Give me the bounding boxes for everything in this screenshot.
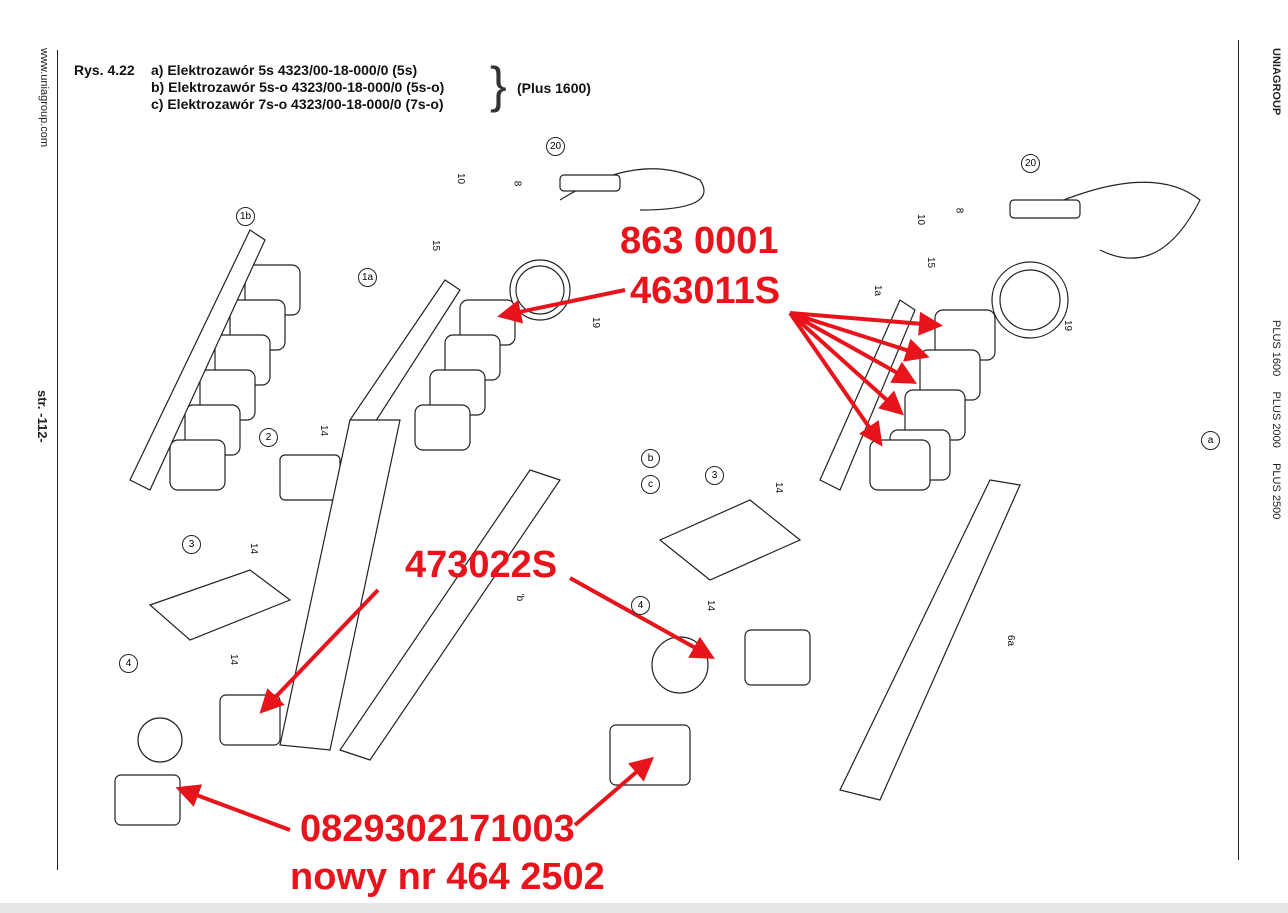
valve-block-a bbox=[819, 299, 996, 491]
callout-14-b: 14 bbox=[705, 599, 717, 612]
callout-c: c bbox=[641, 475, 660, 494]
brace-icon: } bbox=[490, 57, 507, 113]
callout-8: 8 bbox=[511, 180, 523, 187]
callout-20-a: 20 bbox=[1021, 154, 1040, 173]
callout-1a: 1a bbox=[358, 268, 377, 287]
callout-10: 10 bbox=[455, 172, 467, 185]
callout-3-a: 3 bbox=[705, 466, 724, 485]
caption-line-b: b) Elektrozawór 5s-o 4323/00-18-000/0 (5… bbox=[151, 79, 445, 95]
bottom-bar bbox=[0, 903, 1288, 913]
annotation-arrows bbox=[175, 288, 943, 832]
label-863-0001: 863 0001 bbox=[620, 220, 779, 262]
callout-2: 2 bbox=[259, 428, 278, 447]
valve-3 bbox=[148, 569, 292, 641]
bracket-b bbox=[279, 419, 401, 751]
valve-2 bbox=[279, 454, 341, 501]
callout-14: 14 bbox=[228, 653, 240, 666]
callout-b-prime: 'b bbox=[514, 593, 526, 602]
callout-4-a: 4 bbox=[631, 596, 650, 615]
callout-1b: 1b bbox=[236, 207, 255, 226]
label-473022S: 473022S bbox=[405, 544, 558, 586]
label-new-number: nowy nr 464 2502 bbox=[290, 856, 605, 898]
callout-8-a: 8 bbox=[953, 207, 965, 214]
callout-14: 14 bbox=[318, 424, 330, 437]
valve-block-1a bbox=[349, 279, 516, 451]
callout-4: 4 bbox=[119, 654, 138, 673]
valve-block-1b bbox=[129, 229, 301, 491]
right-margin-rule bbox=[1238, 40, 1239, 860]
bracket-6a bbox=[839, 479, 1021, 801]
valve-4-solenoid-a bbox=[744, 629, 811, 686]
callout-15-a: 15 bbox=[925, 256, 937, 269]
callout-19-a: 19 bbox=[1062, 319, 1074, 332]
left-margin-rule bbox=[57, 50, 58, 870]
label-463011S: 463011S bbox=[630, 270, 781, 312]
figure-number: Rys. 4.22 bbox=[74, 62, 135, 78]
caption-line-c: c) Elektrozawór 7s-o 4323/00-18-000/0 (7… bbox=[151, 96, 444, 112]
callout-a: a bbox=[1201, 431, 1220, 450]
callout-15: 15 bbox=[430, 239, 442, 252]
callout-3: 3 bbox=[182, 535, 201, 554]
callout-19: 19 bbox=[590, 316, 602, 329]
bracket-c bbox=[339, 469, 561, 761]
valve-3-a bbox=[658, 499, 802, 581]
figure-caption: Rys. 4.22 a) Elektrozawór 5s 4323/00-18-0… bbox=[74, 62, 444, 113]
caption-line-a: a) Elektrozawór 5s 4323/00-18-000/0 (5s) bbox=[151, 62, 418, 78]
label-0829302171003: 0829302171003 bbox=[300, 808, 575, 850]
callout-6a: 6a bbox=[1005, 634, 1017, 647]
callout-14: 14 bbox=[248, 542, 260, 555]
callout-20: 20 bbox=[546, 137, 565, 156]
callout-1a-a: 1a bbox=[872, 284, 884, 297]
callout-b: b bbox=[641, 449, 660, 468]
callout-10-a: 10 bbox=[915, 213, 927, 226]
callout-14-a: 14 bbox=[773, 481, 785, 494]
caption-group: (Plus 1600) bbox=[517, 80, 591, 96]
